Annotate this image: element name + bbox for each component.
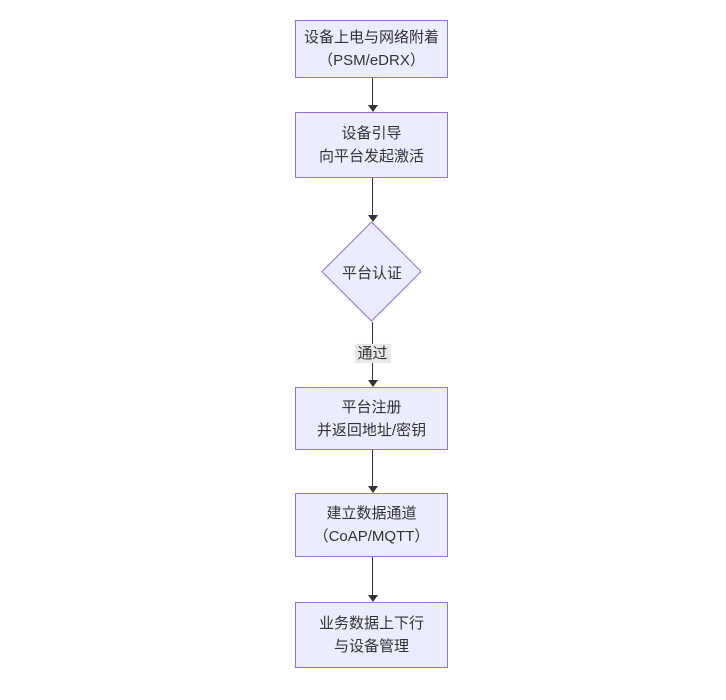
- flow-node-platform-register: 平台注册 并返回地址/密钥: [295, 387, 448, 450]
- flow-edge-1: [332, 78, 413, 112]
- node-label: 向平台发起激活: [318, 148, 424, 165]
- node-label: 建立数据通道: [326, 505, 417, 522]
- node-label: （CoAP/MQTT）: [313, 528, 430, 545]
- flow-node-platform-auth: 平台认证: [321, 221, 422, 322]
- node-label: 平台认证: [341, 264, 402, 282]
- edge-line: [372, 557, 373, 595]
- node-label: 平台注册: [341, 398, 402, 416]
- edge-line: [372, 450, 373, 486]
- flow-node-power-attach: 设备上电与网络附着 （PSM/eDRX）: [295, 20, 448, 78]
- edge-label-pass: 通过: [354, 343, 391, 363]
- node-label: 与设备管理: [333, 638, 409, 655]
- flow-edge-3: 通过: [332, 322, 413, 387]
- flow-node-business-data: 业务数据上下行 与设备管理: [295, 602, 448, 668]
- arrowhead-icon: [367, 486, 378, 493]
- node-label: 并返回地址/密钥: [316, 421, 427, 439]
- flow-edge-4: [332, 450, 413, 493]
- node-label: 设备引导: [341, 125, 402, 142]
- arrowhead-icon: [367, 595, 378, 602]
- flow-edge-5: [332, 557, 413, 602]
- arrowhead-icon: [367, 215, 378, 222]
- node-label: 业务数据上下行: [318, 615, 424, 632]
- flow-node-bootstrap: 设备引导 向平台发起激活: [295, 112, 448, 178]
- node-label: （PSM/eDRX）: [318, 52, 425, 69]
- edge-line: [372, 78, 373, 105]
- flow-node-data-channel: 建立数据通道 （CoAP/MQTT）: [295, 493, 448, 557]
- arrowhead-icon: [367, 380, 378, 387]
- edge-line: [372, 178, 373, 215]
- node-label: 设备上电与网络附着: [303, 29, 439, 46]
- flow-edge-2: [332, 178, 413, 222]
- arrowhead-icon: [367, 105, 378, 112]
